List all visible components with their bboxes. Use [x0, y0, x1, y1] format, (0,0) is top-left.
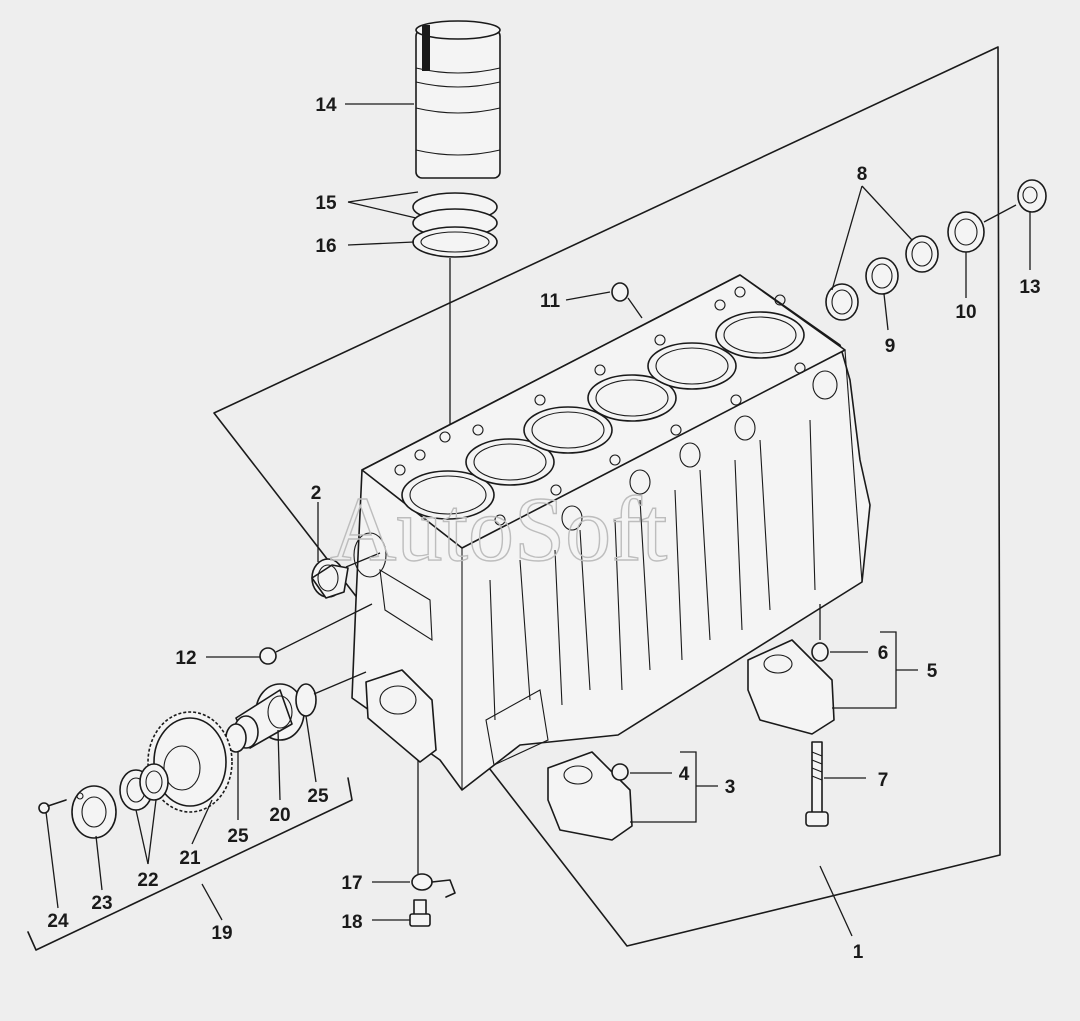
watermark-text: AutoSoft — [330, 478, 668, 580]
callout-9: 9 — [885, 336, 896, 357]
callout-16: 16 — [315, 236, 336, 257]
callout-1: 1 — [853, 942, 864, 963]
callout-18: 18 — [341, 912, 362, 933]
callout-25-right: 25 — [307, 786, 329, 807]
thrust-washer-25-right — [295, 683, 317, 717]
oil-jet-pipe — [411, 760, 456, 898]
camshaft-bushings-rear — [825, 211, 985, 321]
callout-7: 7 — [878, 770, 889, 791]
front-bearing-cap-support — [365, 669, 437, 763]
callout-13: 13 — [1019, 277, 1040, 298]
banjo-bolt — [409, 899, 431, 927]
plug-11 — [611, 282, 629, 302]
callout-21: 21 — [179, 848, 201, 869]
callout-17: 17 — [341, 873, 362, 894]
main-bearing-cap-rear — [747, 639, 835, 735]
callout-25-left: 25 — [227, 826, 249, 847]
engine-block — [351, 274, 871, 791]
main-bearing-bolt — [805, 741, 829, 827]
plug-12 — [259, 647, 277, 665]
callout-4: 4 — [679, 764, 690, 785]
callout-5: 5 — [927, 661, 938, 682]
main-bearing-cap-lower — [547, 751, 633, 841]
camshaft-bushing-front — [311, 558, 349, 599]
plug-axis-line — [983, 204, 1017, 223]
callout-10: 10 — [955, 302, 976, 323]
callout-12: 12 — [175, 648, 196, 669]
plug-12-axis — [275, 603, 373, 653]
callout-20: 20 — [269, 805, 290, 826]
callout-8: 8 — [857, 164, 868, 185]
callout-24: 24 — [47, 911, 69, 932]
cylinder-liner — [415, 20, 501, 179]
callout-2: 2 — [311, 483, 322, 504]
callout-22: 22 — [137, 870, 158, 891]
rear-plug — [1017, 179, 1047, 213]
gear-retaining-plate — [71, 785, 117, 839]
callout-23: 23 — [91, 893, 112, 914]
liner-seal-rings — [412, 192, 498, 258]
gear-bearings — [119, 763, 169, 811]
callout-19: 19 — [211, 923, 232, 944]
gear-axis-line — [313, 671, 367, 695]
callout-14: 14 — [315, 95, 337, 116]
callout-11: 11 — [540, 291, 561, 312]
retaining-screw — [38, 799, 67, 814]
callout-6: 6 — [878, 643, 889, 664]
bushing-axis-line — [345, 552, 381, 568]
callout-3: 3 — [725, 777, 736, 798]
callout-15: 15 — [315, 193, 337, 214]
leader-lines — [45, 103, 1031, 937]
gear-group-outline — [27, 777, 353, 951]
idler-gear — [147, 711, 233, 813]
plug-11-axis — [627, 297, 643, 319]
callout-labels: 1 2 3 4 5 6 7 8 9 10 11 12 13 14 15 16 1… — [47, 95, 1040, 963]
